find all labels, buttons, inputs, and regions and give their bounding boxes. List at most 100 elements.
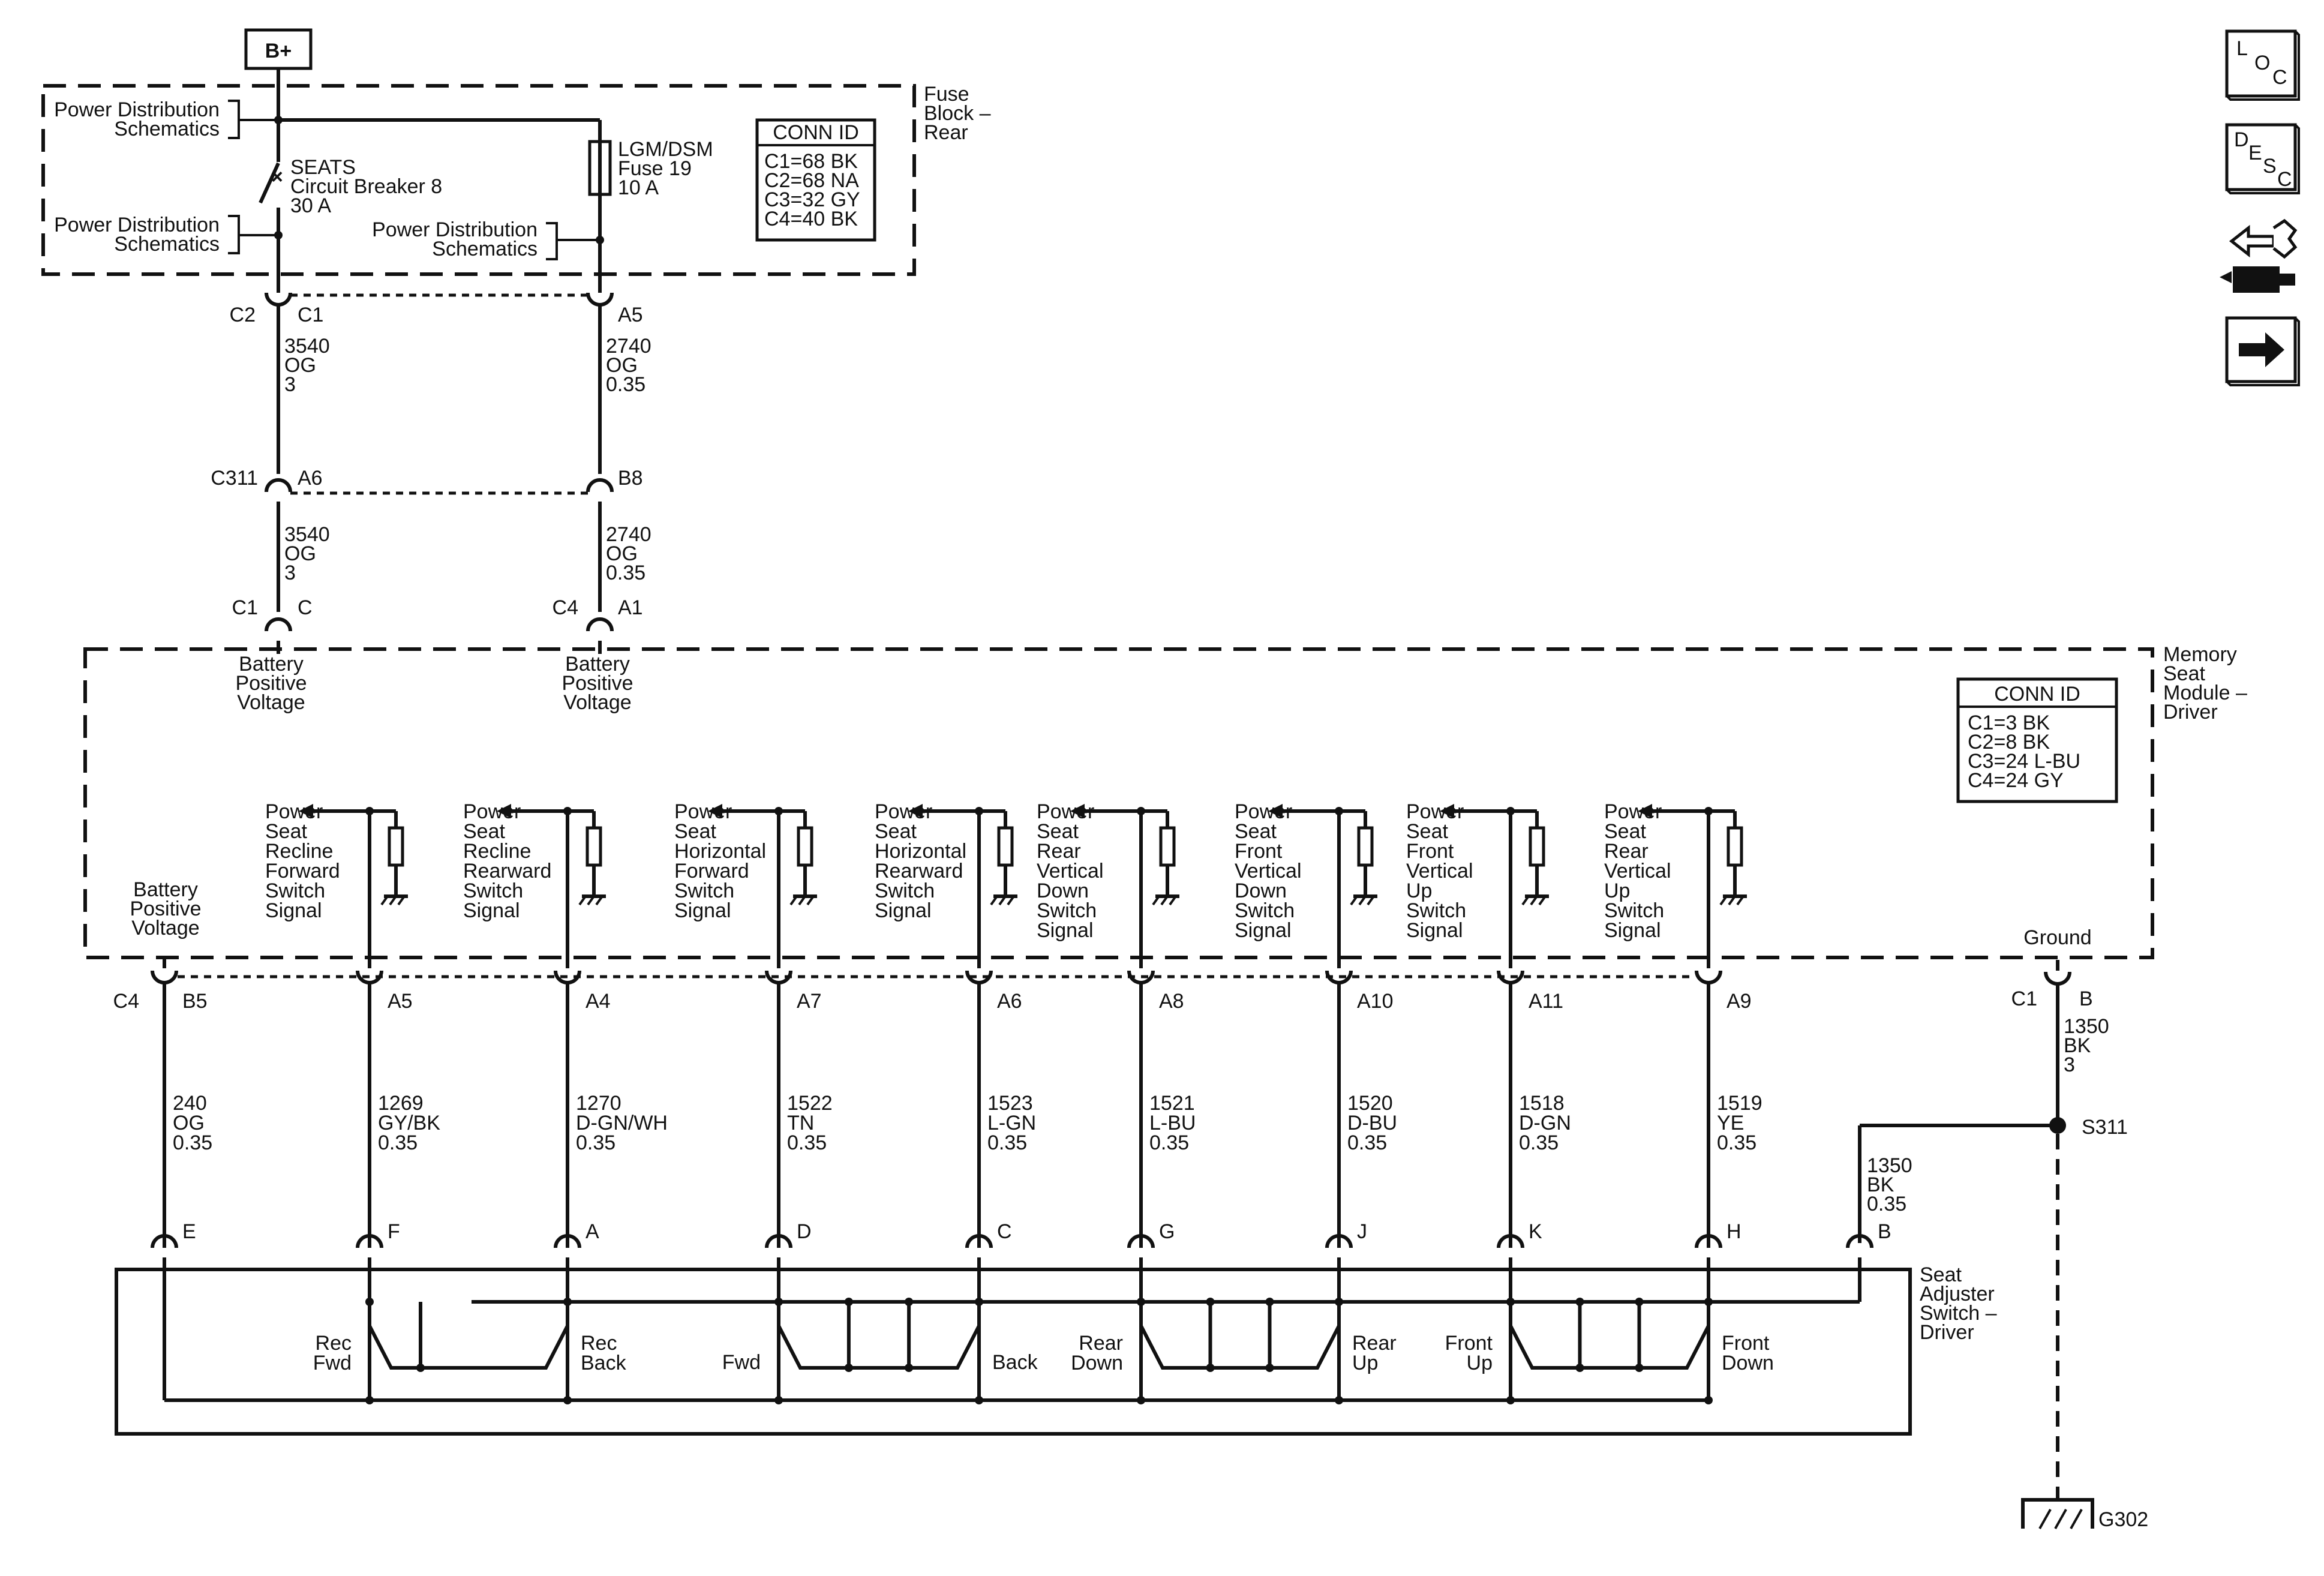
signal-3-line-6: Signal (674, 899, 731, 922)
wire-label-3540-lower: 3540 OG 3 (284, 523, 330, 584)
signal-5-line-5: Down (1037, 879, 1089, 902)
wire-3540-lower-size: 3 (284, 562, 296, 584)
switch-label-3: Switch – (1920, 1302, 1997, 1325)
sw-pair-4-arms (1509, 1325, 1710, 1370)
loc-icon[interactable]: L O C (2225, 29, 2300, 101)
sw-pos-1-line-2: Fwd (313, 1352, 352, 1374)
sw-pair-2-bus-dot-1 (844, 1298, 853, 1306)
sw-pin-9: H (1727, 1220, 1742, 1243)
sw-pair-3-tap-2-dot (1265, 1364, 1274, 1372)
signal-5-resistor (1159, 826, 1176, 867)
sw-pos-5-line-1: Rear (1079, 1332, 1123, 1355)
wire-2-label-3: 0.35 (378, 1131, 418, 1154)
wire-8-label-1: 1518 (1519, 1092, 1565, 1115)
signal-6-line-4: Vertical (1235, 860, 1302, 882)
wire-6-label-3: 0.35 (1149, 1131, 1189, 1154)
ground-wire-color: BK (2064, 1034, 2091, 1057)
signal-2-line-6: Signal (463, 899, 520, 922)
switch-ground-color: BK (1867, 1173, 1894, 1196)
mod-conn-id-row-2: C2=8 BK (1968, 731, 2050, 754)
sw-pin-b: B (1878, 1220, 1891, 1243)
sw-pair-4-rbus-dot (1704, 1298, 1713, 1306)
sw-pair-2-tap-2-dot (905, 1364, 914, 1372)
signal-4-line-3: Horizontal (875, 840, 966, 863)
fuse-block-boundary (41, 84, 916, 276)
signal-7-gnd-tick-0 (1521, 895, 1530, 906)
signal-6-gnd-tick-0 (1350, 895, 1358, 906)
next-arrow-icon[interactable] (2225, 316, 2300, 386)
wire-3540-upper-num: 3540 (284, 335, 330, 358)
ground-wire-size: 3 (2064, 1053, 2075, 1076)
pds-mid: Power Distribution Schematics (54, 214, 283, 256)
c311-connector: C311 A6 B8 (211, 467, 643, 517)
pds-mid-line-1: Power Distribution (54, 214, 220, 236)
fuse-block-label-1: Fuse (924, 83, 969, 106)
sw-pin-cup-4 (765, 1234, 792, 1248)
module-label-3: Module – (2163, 682, 2247, 704)
sw-pin-cup-3 (554, 1234, 581, 1248)
sw-pair-3-bus-dot-1 (1206, 1298, 1215, 1306)
signal-3-resistor (797, 826, 813, 867)
g302-label: G302 (2098, 1508, 2148, 1531)
fb-conn-id-row-4: C4=40 BK (764, 208, 858, 230)
sw-pair-1-right-dot (563, 1396, 572, 1404)
mod-pin-2: A5 (388, 990, 413, 1013)
switch-label: Seat Adjuster Switch – Driver (1920, 1263, 1997, 1344)
signal-4-gnd-tick-1 (998, 895, 1007, 906)
pds-top-line-1: Power Distribution (54, 98, 220, 121)
switch-ground-num: 1350 (1867, 1154, 1912, 1177)
mod-conn-id-title: CONN ID (1994, 683, 2080, 706)
signal-3-line-4: Forward (674, 860, 749, 882)
signal-3-line-5: Switch (674, 879, 734, 902)
wire-5-label-1: 1523 (987, 1092, 1033, 1115)
mod-top-right-pin: A1 (618, 596, 643, 619)
module-top-input-right: Battery Positive Voltage (562, 653, 633, 714)
signal-2-line-3: Recline (463, 840, 531, 863)
connector-arrows-icon[interactable] (2220, 218, 2298, 293)
desc-icon[interactable]: D E S C (2225, 123, 2300, 194)
sw-pair-2-arms (777, 1325, 981, 1370)
module-boundary (83, 647, 2154, 959)
fuse-block-label-3: Rear (924, 121, 968, 144)
signal-3-gnd-tick-0 (789, 895, 798, 906)
sw-pair-1-left-dot (365, 1396, 374, 1404)
svg-text:×: × (271, 166, 283, 188)
module-top-connectors: C1 C C4 A1 (232, 596, 643, 654)
signal-5-gnd-tick-0 (1152, 895, 1160, 906)
sw-pin-8: K (1529, 1220, 1542, 1243)
signal-1-line-2: Seat (265, 820, 307, 843)
wire-6-label-2: L-BU (1149, 1112, 1196, 1134)
sw-pin-1: E (182, 1220, 196, 1243)
sw-pair-4-right-dot (1704, 1396, 1713, 1404)
wire-5-label-2: L-GN (987, 1112, 1036, 1134)
wire-2-label-2: GY/BK (378, 1112, 440, 1134)
sw-pin-cup-5 (965, 1234, 993, 1248)
sw-pair-3-arms (1139, 1325, 1341, 1370)
signal-7-line-3: Front (1406, 840, 1454, 863)
signal-5-gnd-tick-2 (1169, 895, 1177, 906)
sw-pos-6-line-1: Rear (1352, 1332, 1397, 1355)
wire-4-label-2: TN (787, 1112, 814, 1134)
signal-6-line-5: Down (1235, 879, 1287, 902)
c311-left-pin: A6 (298, 467, 323, 490)
signal-1-resistor (388, 826, 404, 867)
module-label-1: Memory (2163, 643, 2237, 666)
switch-ground-size: 0.35 (1867, 1193, 1906, 1215)
signal-4-gnd-tick-0 (990, 895, 998, 906)
wire-1-label-2: OG (173, 1112, 205, 1134)
sw-pin-cup-2 (356, 1234, 383, 1248)
signal-8-line-7: Signal (1604, 919, 1661, 942)
mod-conn-id-row-4: C4=24 GY (1968, 769, 2064, 792)
circuit-breaker: × SEATS Circuit Breaker 8 30 A (259, 150, 442, 228)
top-input-right-3: Voltage (563, 691, 631, 714)
signal-2-arrow (497, 804, 511, 818)
desc-letter-s: S (2263, 155, 2277, 178)
ground-wire-num: 1350 (2064, 1015, 2109, 1038)
